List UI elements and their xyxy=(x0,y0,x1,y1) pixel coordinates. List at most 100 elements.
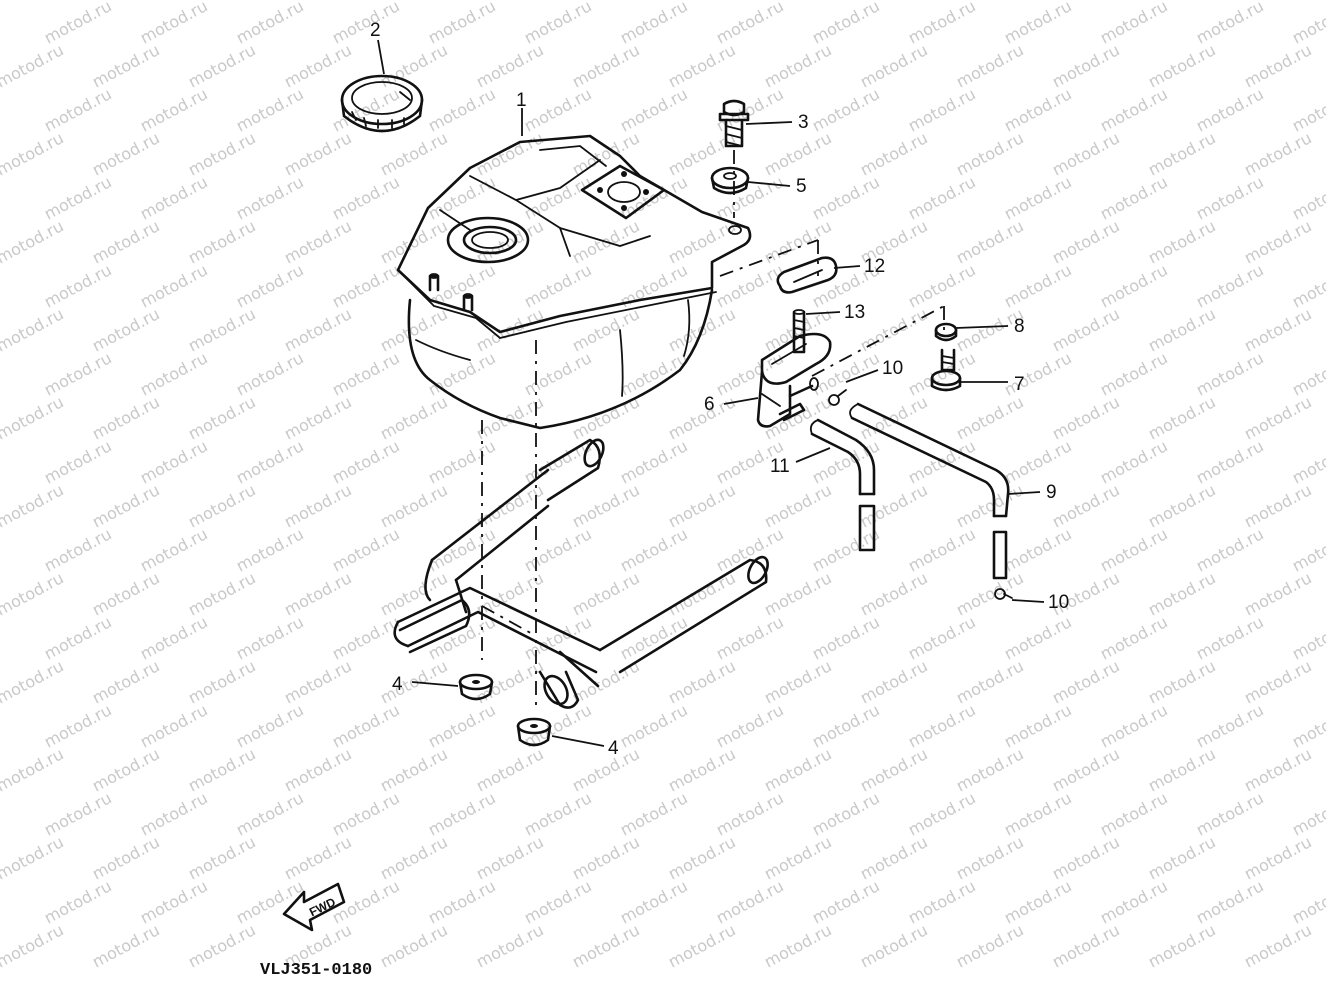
watermark-text-157: motod.ru xyxy=(281,480,355,531)
watermark-text-224: motod.ru xyxy=(41,700,115,751)
watermark-text-120: motod.ru xyxy=(809,348,883,399)
watermark-text-196: motod.ru xyxy=(41,612,115,663)
watermark-text-177: motod.ru xyxy=(905,524,979,575)
watermark-text-24: motod.ru xyxy=(953,40,1027,91)
watermark-text-135: motod.ru xyxy=(857,392,931,443)
callout-13: 13 xyxy=(844,302,865,323)
watermark-text-172: motod.ru xyxy=(425,524,499,575)
watermark-text-29: motod.ru xyxy=(137,84,211,135)
watermark-text-246: motod.ru xyxy=(761,744,835,795)
watermark-text-1: motod.ru xyxy=(137,0,211,48)
callout-9: 9 xyxy=(1046,482,1057,503)
watermark-text-276: motod.ru xyxy=(953,832,1027,883)
watermark-text-192: motod.ru xyxy=(953,568,1027,619)
watermark-text-94: motod.ru xyxy=(1001,260,1075,311)
watermark-text-239: motod.ru xyxy=(89,744,163,795)
watermark-text-133: motod.ru xyxy=(665,392,739,443)
watermark-text-280: motod.ru xyxy=(41,876,115,927)
watermark-text-38: motod.ru xyxy=(1001,84,1075,135)
gasket-12 xyxy=(776,256,838,294)
watermark-text-8: motod.ru xyxy=(809,0,883,48)
watermark-text-253: motod.ru xyxy=(137,788,211,839)
watermark-text-27: motod.ru xyxy=(1241,40,1315,91)
watermark-text-102: motod.ru xyxy=(377,304,451,355)
watermark-text-42: motod.ru xyxy=(0,128,67,179)
watermark-text-16: motod.ru xyxy=(185,40,259,91)
watermark-text-241: motod.ru xyxy=(281,744,355,795)
callouts: 1 2 3 4 4 5 6 7 8 9 10 10 11 12 13 xyxy=(370,20,1069,759)
watermark-text-2: motod.ru xyxy=(233,0,307,48)
watermark-text-100: motod.ru xyxy=(185,304,259,355)
watermark-text-303: motod.ru xyxy=(857,920,931,971)
bolt-3 xyxy=(718,99,750,148)
watermark-text-190: motod.ru xyxy=(761,568,835,619)
watermark-text-256: motod.ru xyxy=(425,788,499,839)
watermark-text-197: motod.ru xyxy=(137,612,211,663)
watermark-text-154: motod.ru xyxy=(0,480,67,531)
watermark-text-174: motod.ru xyxy=(617,524,691,575)
watermark-text-22: motod.ru xyxy=(761,40,835,91)
watermark-text-188: motod.ru xyxy=(569,568,643,619)
callout-1: 1 xyxy=(516,90,527,111)
watermark-text-47: motod.ru xyxy=(473,128,547,179)
watermark-text-115: motod.ru xyxy=(329,348,403,399)
watermark-text-32: motod.ru xyxy=(425,84,499,135)
watermark-text-110: motod.ru xyxy=(1145,304,1219,355)
watermark-text-167: motod.ru xyxy=(1241,480,1315,531)
watermark-text-210: motod.ru xyxy=(0,656,67,707)
watermark-text-54: motod.ru xyxy=(1145,128,1219,179)
watermark-text-21: motod.ru xyxy=(665,40,739,91)
watermark-text-63: motod.ru xyxy=(713,172,787,223)
watermark-text-150: motod.ru xyxy=(1001,436,1075,487)
watermark-text-23: motod.ru xyxy=(857,40,931,91)
watermark-text-146: motod.ru xyxy=(617,436,691,487)
watermark-text-124: motod.ru xyxy=(1193,348,1267,399)
watermark-text-10: motod.ru xyxy=(1001,0,1075,48)
watermark-text-205: motod.ru xyxy=(905,612,979,663)
watermark-text-58: motod.ru xyxy=(233,172,307,223)
watermark-text-222: motod.ru xyxy=(1145,656,1219,707)
callout-6: 6 xyxy=(704,394,715,415)
watermark-text-294: motod.ru xyxy=(0,920,67,971)
watermark-text-109: motod.ru xyxy=(1049,304,1123,355)
watermark-text-11: motod.ru xyxy=(1097,0,1171,48)
watermark-text-165: motod.ru xyxy=(1049,480,1123,531)
watermark-text-118: motod.ru xyxy=(617,348,691,399)
callout-10-upper: 10 xyxy=(882,358,903,379)
watermark-text-81: motod.ru xyxy=(1049,216,1123,267)
watermark-text-3: motod.ru xyxy=(329,0,403,48)
watermark-text-304: motod.ru xyxy=(953,920,1027,971)
watermark-text-209: motod.ru xyxy=(1289,612,1326,663)
watermark-text-28: motod.ru xyxy=(41,84,115,135)
watermark-text-272: motod.ru xyxy=(569,832,643,883)
watermark-text-98: motod.ru xyxy=(0,304,67,355)
watermark-text-80: motod.ru xyxy=(953,216,1027,267)
watermark-text-263: motod.ru xyxy=(1097,788,1171,839)
watermark-text-271: motod.ru xyxy=(473,832,547,883)
watermark-text-83: motod.ru xyxy=(1241,216,1315,267)
frame-tubes xyxy=(393,438,769,709)
watermark-text-168: motod.ru xyxy=(41,524,115,575)
watermark-text-266: motod.ru xyxy=(0,832,67,883)
watermark-text-6: motod.ru xyxy=(617,0,691,48)
watermark-text-5: motod.ru xyxy=(521,0,595,48)
watermark-text-162: motod.ru xyxy=(761,480,835,531)
watermark-text-284: motod.ru xyxy=(425,876,499,927)
watermark-text-178: motod.ru xyxy=(1001,524,1075,575)
leader-lines xyxy=(377,39,1045,747)
watermark-text-234: motod.ru xyxy=(1001,700,1075,751)
watermark-text-123: motod.ru xyxy=(1097,348,1171,399)
fuel-tank xyxy=(396,134,752,430)
watermark-text-302: motod.ru xyxy=(761,920,835,971)
drawing-code: VLJ351-0180 xyxy=(260,961,372,980)
watermark-text-130: motod.ru xyxy=(377,392,451,443)
watermark-text-206: motod.ru xyxy=(1001,612,1075,663)
watermark-text-173: motod.ru xyxy=(521,524,595,575)
watermark-text-265: motod.ru xyxy=(1289,788,1326,839)
watermark-text-291: motod.ru xyxy=(1097,876,1171,927)
watermark-text-286: motod.ru xyxy=(617,876,691,927)
watermark-text-86: motod.ru xyxy=(233,260,307,311)
watermark-text-125: motod.ru xyxy=(1289,348,1326,399)
watermark-text-14: motod.ru xyxy=(0,40,67,91)
